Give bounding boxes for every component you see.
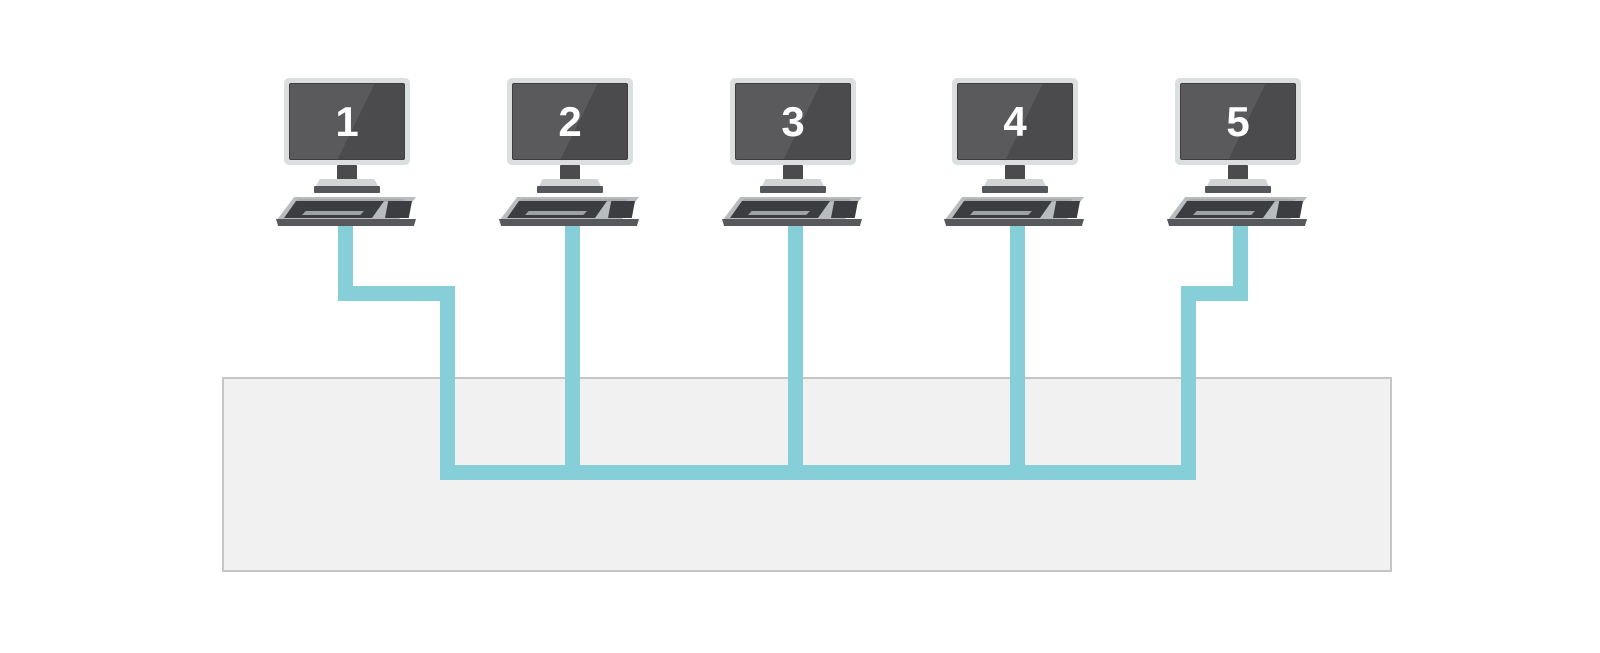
monitor-4: 4 bbox=[952, 78, 1078, 165]
monitor-2: 2 bbox=[507, 78, 633, 165]
screen-3: 3 bbox=[735, 83, 851, 160]
keyboard-top-strip-2 bbox=[518, 199, 628, 202]
screen-gloss-3 bbox=[736, 84, 850, 159]
keyboard-3 bbox=[722, 197, 862, 228]
cable-segment-computer-3 bbox=[788, 219, 803, 480]
screen-label-5: 5 bbox=[1181, 84, 1295, 159]
keyboard-spacebar-2 bbox=[525, 211, 587, 215]
keyboard-keys-numpad-1 bbox=[385, 201, 412, 218]
monitor-5: 5 bbox=[1175, 78, 1301, 165]
monitor-base-bottom-2 bbox=[537, 186, 603, 193]
keyboard-front-edge-3 bbox=[722, 219, 862, 226]
cable-segment-computer-5-vertical-lower bbox=[1181, 286, 1196, 480]
screen-label-4: 4 bbox=[958, 84, 1072, 159]
keyboard-top-strip-4 bbox=[963, 199, 1073, 202]
computer-3[interactable]: 3 bbox=[722, 78, 862, 228]
keyboard-1 bbox=[276, 197, 416, 228]
keyboard-front-edge-2 bbox=[499, 219, 639, 226]
keyboard-spacebar-1 bbox=[302, 211, 364, 215]
keyboard-keys-main-2 bbox=[507, 201, 607, 218]
cable-segment-computer-2 bbox=[565, 219, 580, 480]
keyboard-spacebar-4 bbox=[970, 211, 1032, 215]
monitor-neck-4 bbox=[1005, 165, 1025, 180]
monitor-base-top-4 bbox=[984, 179, 1046, 186]
monitor-base-top-1 bbox=[316, 179, 378, 186]
computer-2[interactable]: 2 bbox=[499, 78, 639, 228]
monitor-base-top-5 bbox=[1207, 179, 1269, 186]
screen-4: 4 bbox=[957, 83, 1073, 160]
screen-label-1: 1 bbox=[290, 84, 404, 159]
keyboard-keys-main-5 bbox=[1175, 201, 1275, 218]
cable-segment-computer-5-vertical-upper bbox=[1233, 219, 1248, 301]
keyboard-top-strip-5 bbox=[1186, 199, 1296, 202]
cable-segment-computer-5-horizontal bbox=[1181, 286, 1248, 301]
cable-bus-backbone bbox=[440, 465, 1196, 480]
cable-segment-computer-1-vertical-upper bbox=[338, 219, 353, 301]
monitor-neck-1 bbox=[337, 165, 357, 180]
monitor-base-top-3 bbox=[762, 179, 824, 186]
screen-5: 5 bbox=[1180, 83, 1296, 160]
monitor-base-bottom-5 bbox=[1205, 186, 1271, 193]
keyboard-keys-main-3 bbox=[730, 201, 830, 218]
cable-segment-computer-1-horizontal bbox=[338, 286, 455, 301]
keyboard-keys-numpad-2 bbox=[608, 201, 635, 218]
computer-4[interactable]: 4 bbox=[944, 78, 1084, 228]
keyboard-keys-main-1 bbox=[284, 201, 384, 218]
monitor-1: 1 bbox=[284, 78, 410, 165]
keyboard-top-strip-3 bbox=[741, 199, 851, 202]
screen-label-2: 2 bbox=[513, 84, 627, 159]
monitor-base-bottom-4 bbox=[982, 186, 1048, 193]
keyboard-front-edge-1 bbox=[276, 219, 416, 226]
keyboard-4 bbox=[944, 197, 1084, 228]
monitor-base-bottom-3 bbox=[760, 186, 826, 193]
keyboard-keys-numpad-4 bbox=[1053, 201, 1080, 218]
keyboard-keys-numpad-5 bbox=[1276, 201, 1303, 218]
keyboard-keys-main-4 bbox=[952, 201, 1052, 218]
computer-1[interactable]: 1 bbox=[276, 78, 416, 228]
screen-2: 2 bbox=[512, 83, 628, 160]
cable-segment-computer-1-vertical-lower bbox=[440, 286, 455, 480]
screen-gloss-5 bbox=[1181, 84, 1295, 159]
screen-gloss-1 bbox=[290, 84, 404, 159]
keyboard-spacebar-3 bbox=[748, 211, 810, 215]
monitor-base-top-2 bbox=[539, 179, 601, 186]
screen-gloss-4 bbox=[958, 84, 1072, 159]
keyboard-5 bbox=[1167, 197, 1307, 228]
monitor-3: 3 bbox=[730, 78, 856, 165]
screen-gloss-2 bbox=[513, 84, 627, 159]
monitor-neck-5 bbox=[1228, 165, 1248, 180]
keyboard-front-edge-5 bbox=[1167, 219, 1307, 226]
keyboard-keys-numpad-3 bbox=[831, 201, 858, 218]
keyboard-2 bbox=[499, 197, 639, 228]
keyboard-top-strip-1 bbox=[295, 199, 405, 202]
computer-5[interactable]: 5 bbox=[1167, 78, 1307, 228]
monitor-neck-3 bbox=[783, 165, 803, 180]
monitor-base-bottom-1 bbox=[314, 186, 380, 193]
keyboard-front-edge-4 bbox=[944, 219, 1084, 226]
screen-1: 1 bbox=[289, 83, 405, 160]
screen-label-3: 3 bbox=[736, 84, 850, 159]
keyboard-spacebar-5 bbox=[1193, 211, 1255, 215]
cable-segment-computer-4 bbox=[1010, 219, 1025, 480]
monitor-neck-2 bbox=[560, 165, 580, 180]
